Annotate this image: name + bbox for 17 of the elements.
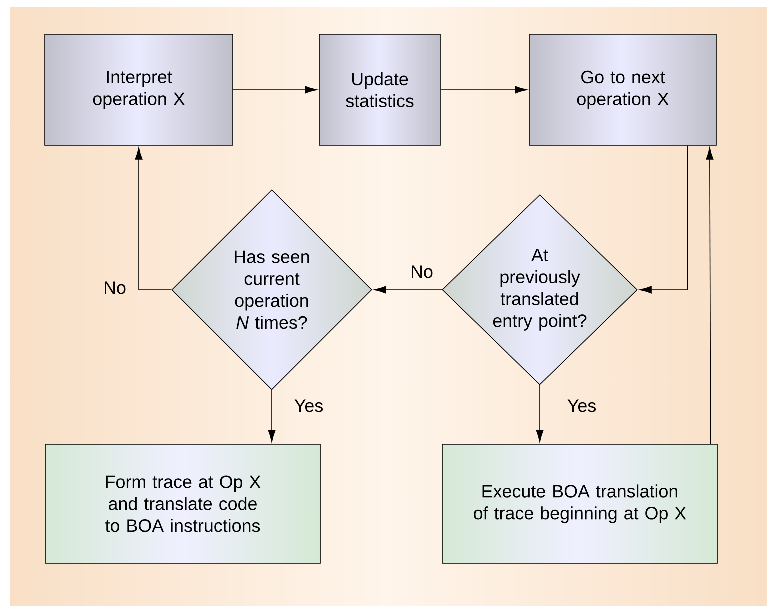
process-box: Go to next operation X bbox=[529, 34, 717, 146]
arrow bbox=[268, 390, 276, 442]
arrow bbox=[640, 145, 688, 294]
edge-label: Yes bbox=[568, 400, 596, 412]
arrow bbox=[536, 384, 544, 442]
arrow bbox=[135, 148, 172, 290]
action-box: Form trace at Op X and translate code to BOA instructions bbox=[45, 444, 321, 564]
action-box: Execute BOA translation of trace beginning at Op X bbox=[442, 444, 718, 564]
edge-label: No bbox=[412, 266, 433, 278]
edge-label: No bbox=[105, 282, 126, 294]
arrow bbox=[440, 86, 528, 94]
arrow bbox=[706, 148, 714, 444]
arrow bbox=[233, 86, 318, 94]
process-box: Update statistics bbox=[319, 34, 441, 146]
process-box: Interpret operation X bbox=[44, 34, 234, 146]
arrow bbox=[374, 286, 442, 294]
edge-label: Yes bbox=[294, 400, 323, 412]
